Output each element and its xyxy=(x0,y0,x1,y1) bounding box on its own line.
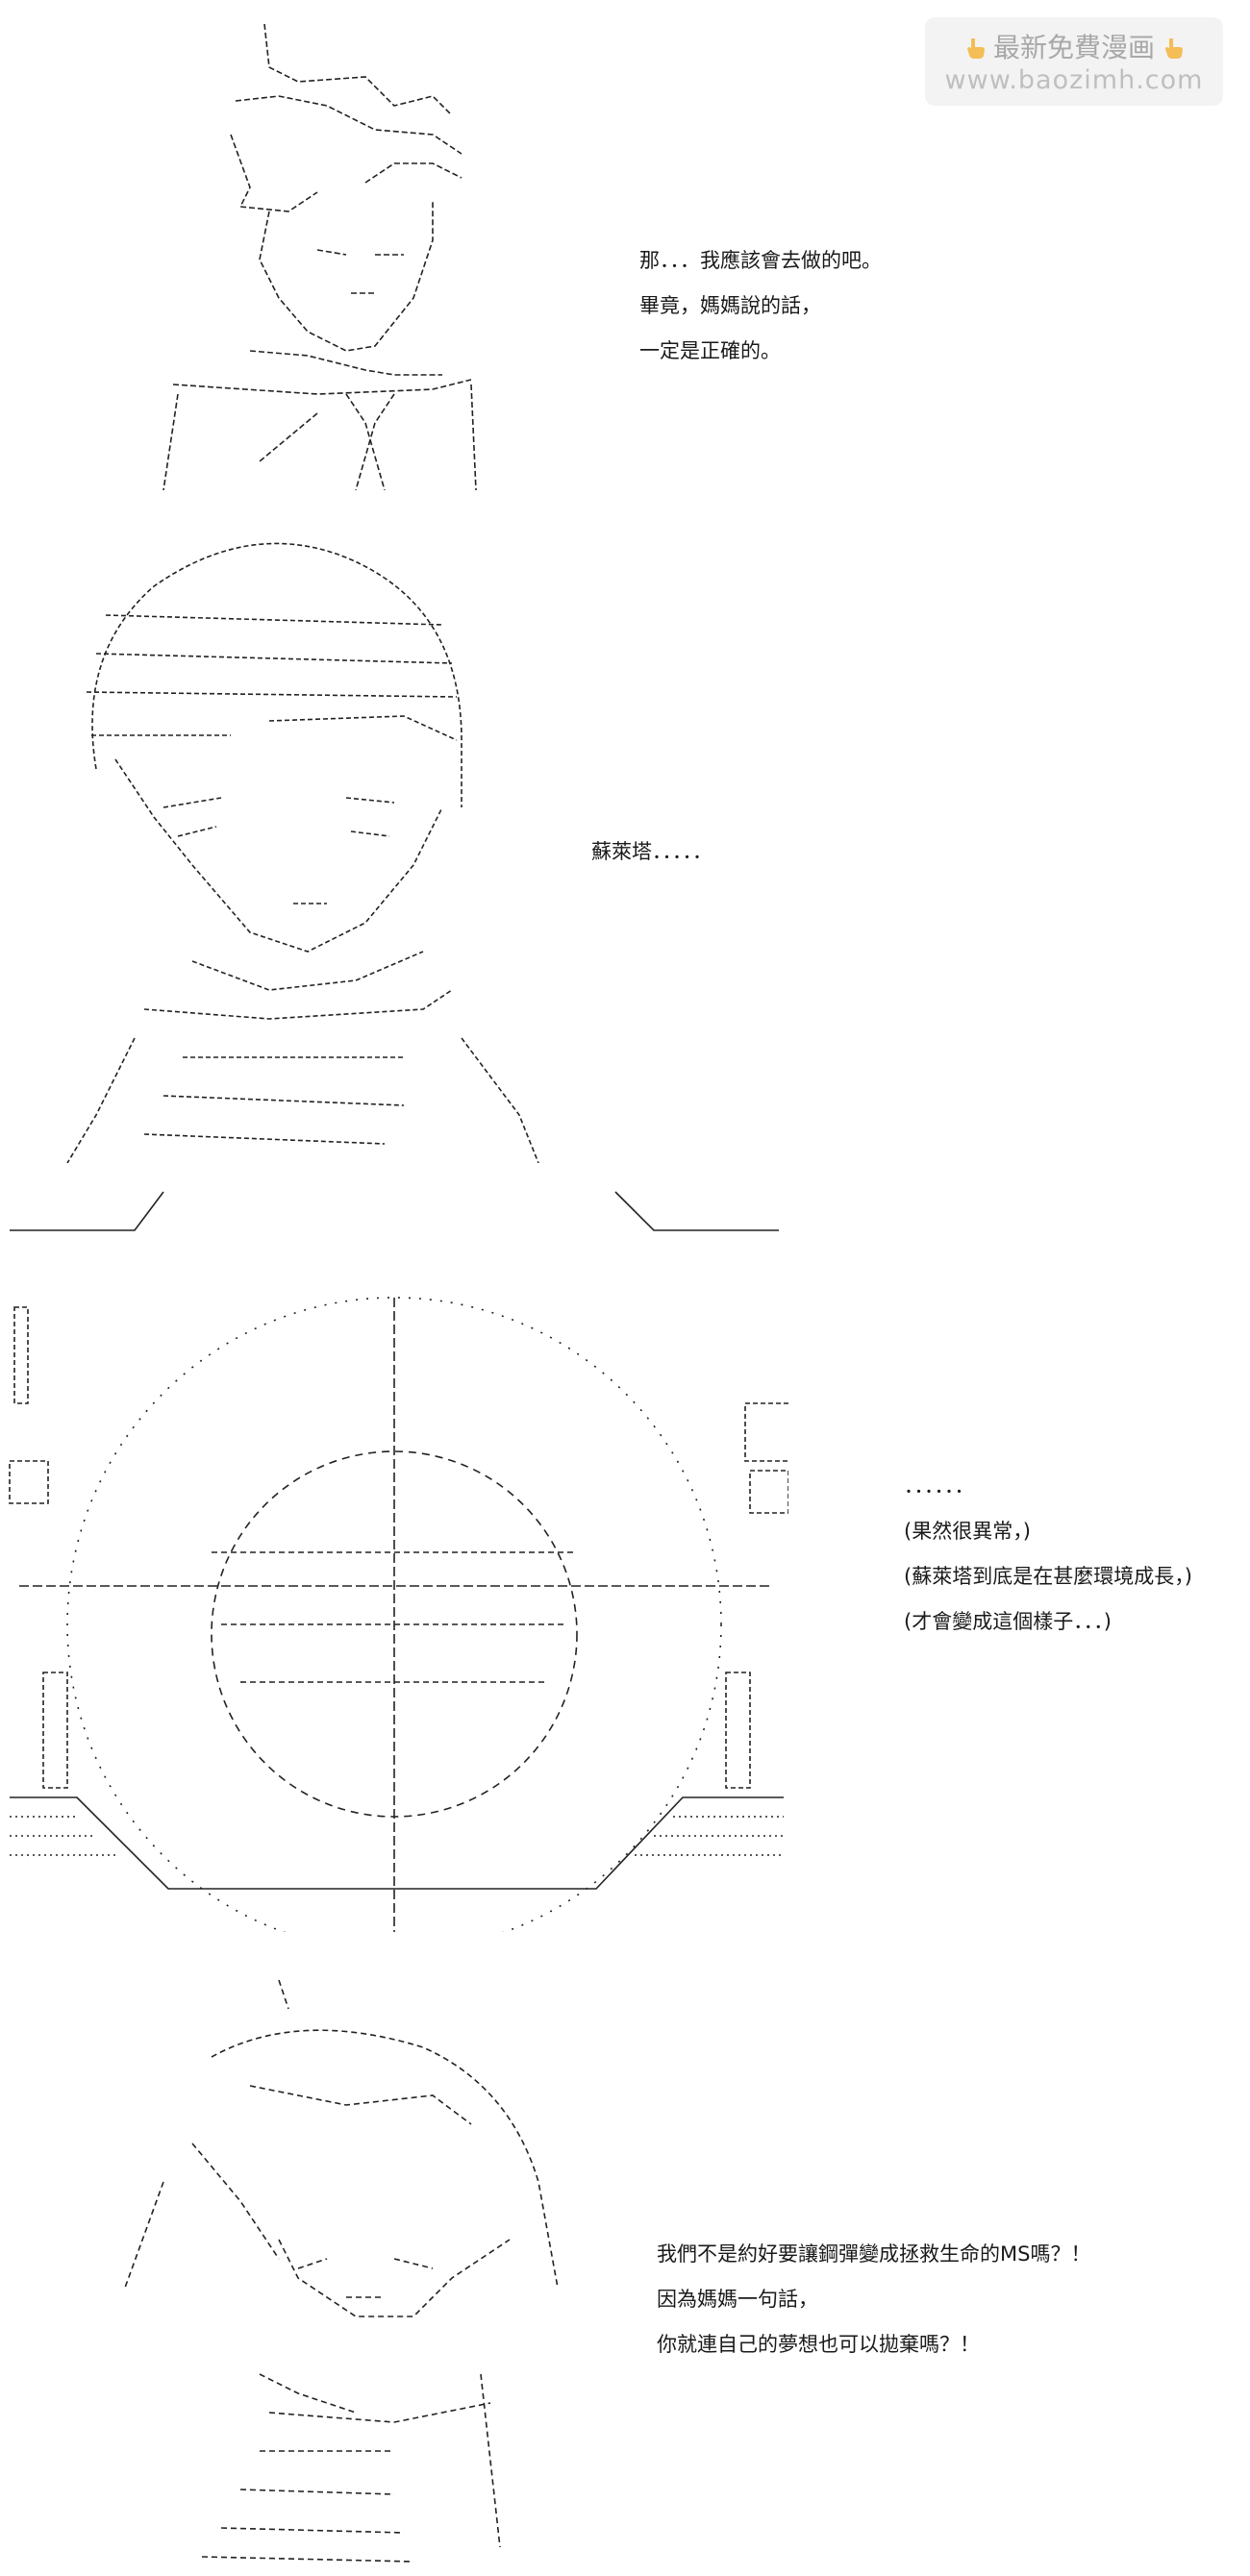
girl-portrait-ascii-art xyxy=(38,519,577,1163)
dialogue-line: 你就連自己的夢想也可以拋棄嗎？！ xyxy=(657,2333,980,2356)
dialogue-line: 那．．．我應該會去做的吧。 xyxy=(639,249,882,272)
dialogue-line: 蘇萊塔．．．．． xyxy=(591,840,712,863)
watermark: 最新免費漫画 www.baozimh.com xyxy=(925,17,1223,106)
boy-portrait-ascii-art xyxy=(144,10,548,490)
watermark-url: www.baozimh.com xyxy=(944,65,1204,95)
panel-4: 我們不是約好要讓鋼彈變成拯救生命的MS嗎？！ 因為媽媽一句話， 你就連自己的夢想… xyxy=(0,1961,1250,2576)
girl-shouting-ascii-art xyxy=(106,1970,606,2566)
watermark-title: 最新免費漫画 xyxy=(992,32,1155,63)
dialogue-line: (蘇萊塔到底是在甚麼環境成長，) xyxy=(904,1565,1192,1588)
dialogue-box: 我們不是約好要讓鋼彈變成拯救生命的MS嗎？！ 因為媽媽一句話， 你就連自己的夢想… xyxy=(657,2232,1090,2367)
dialogue-line: 畢竟，媽媽說的話， xyxy=(639,294,821,317)
dialogue-line: (果然很異常，) xyxy=(904,1520,1031,1543)
dialogue-line: ．．．．．． xyxy=(904,1474,975,1498)
dialogue-line: 我們不是約好要讓鋼彈變成拯救生命的MS嗎？！ xyxy=(657,2242,1091,2266)
dialogue-box: 蘇萊塔．．．．． xyxy=(591,830,712,875)
panel-3: ．．．．．． (果然很異常，) (蘇萊塔到底是在甚麼環境成長，) (才會變成這個… xyxy=(0,1173,1250,1961)
dialogue-line: (才會變成這個樣子．．．) xyxy=(904,1610,1112,1633)
panel-1: 那．．．我應該會去做的吧。 畢竟，媽媽說的話， 一定是正確的。 xyxy=(0,0,1250,500)
pointing-hand-icon xyxy=(1165,38,1183,59)
dialogue-line: 一定是正確的。 xyxy=(639,339,781,362)
cockpit-scope-ascii-art xyxy=(0,1173,788,1932)
pointing-hand-icon xyxy=(966,38,985,59)
dialogue-line: 因為媽媽一句話， xyxy=(657,2288,818,2311)
dialogue-box: 那．．．我應該會去做的吧。 畢竟，媽媽說的話， 一定是正確的。 xyxy=(639,238,882,374)
dialogue-box: ．．．．．． (果然很異常，) (蘇萊塔到底是在甚麼環境成長，) (才會變成這個… xyxy=(904,1464,1192,1645)
panel-2: 蘇萊塔．．．．． xyxy=(0,500,1250,1173)
